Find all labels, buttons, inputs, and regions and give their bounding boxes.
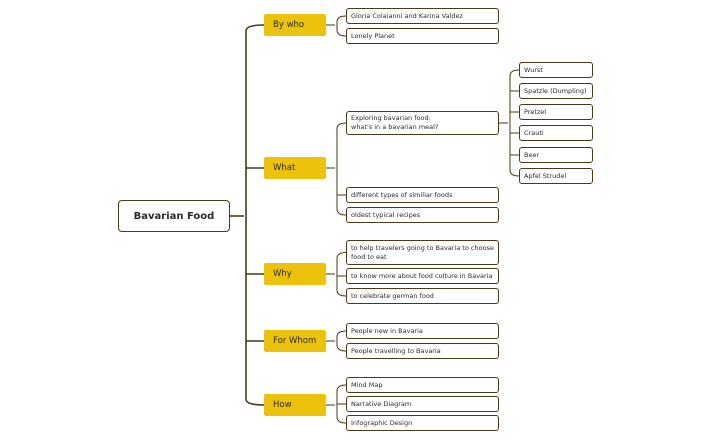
topic-different-types-of-similiar-foods-label: different types of similiar foods <box>351 190 453 199</box>
cat-bracket-2-spine <box>336 252 347 297</box>
category-what[interactable]: What <box>264 157 326 179</box>
subtopic-wurst[interactable]: Wurst <box>519 62 593 78</box>
topic-gloria-colaianni-and-karina-valdez[interactable]: Gloria Colaianni and Karina Valdez <box>346 8 499 24</box>
category-how-label: How <box>273 400 292 410</box>
subtopic-wurst-label: Wurst <box>524 65 543 74</box>
category-for-whom-label: For Whom <box>273 336 317 346</box>
subtopic-spatzle-dumpling-label: Spatzle (Dumpling) <box>524 86 587 95</box>
root-topic-label: Bavarian Food <box>133 210 215 222</box>
category-how[interactable]: How <box>264 394 326 416</box>
topic-exploring-bavarian-food-what-s-in-a-bava-label: Exploring bavarian food: what's in a bav… <box>351 114 439 131</box>
root-bracket-spine <box>245 24 265 406</box>
subtopic-beer[interactable]: Beer <box>519 147 593 163</box>
topic-different-types-of-similiar-foods[interactable]: different types of similiar foods <box>346 187 499 203</box>
topic-mind-map-label: Mind Map <box>351 380 383 389</box>
subtopic-pretzel[interactable]: Pretzel <box>519 104 593 120</box>
topic-people-travelling-to-bavaria-label: People travelling to Bavaria <box>351 346 441 355</box>
topic-gloria-colaianni-and-karina-valdez-label: Gloria Colaianni and Karina Valdez <box>351 11 463 20</box>
topic-people-new-in-bavaria[interactable]: People new in Bavaria <box>346 323 499 339</box>
topic-lonely-planet-label: Lonely Planet <box>351 31 395 40</box>
category-by-who-label: By who <box>273 20 305 30</box>
cat-bracket-3-spine <box>336 330 347 352</box>
root-topic[interactable]: Bavarian Food <box>118 200 230 232</box>
topic-infographic-design[interactable]: Infographic Design <box>346 415 499 431</box>
topic-narrative-diagram[interactable]: Narrative Diagram <box>346 396 499 412</box>
subtopic-apfel-strudel-label: Apfel Strudel <box>524 171 567 180</box>
topic-oldest-typical-recipes-label: oldest typical recipes <box>351 210 421 219</box>
category-what-label: What <box>273 163 296 173</box>
subtopic-crauti[interactable]: Crauti <box>519 125 593 141</box>
topic-people-travelling-to-bavaria[interactable]: People travelling to Bavaria <box>346 343 499 359</box>
subtopic-crauti-label: Crauti <box>524 128 544 137</box>
category-why-label: Why <box>273 269 292 279</box>
topic-lonely-planet[interactable]: Lonely Planet <box>346 28 499 44</box>
topic-to-know-more-about-food-culture-in-bavar-label: to know more about food culture in Bavar… <box>351 271 493 280</box>
topic-infographic-design-label: Infographic Design <box>351 418 413 427</box>
topic-to-celebrate-german-food[interactable]: to celebrate german food <box>346 288 499 304</box>
cat-bracket-0-spine <box>336 15 347 37</box>
topic-exploring-bavarian-food-what-s-in-a-bava[interactable]: Exploring bavarian food: what's in a bav… <box>346 111 499 135</box>
topic-to-celebrate-german-food-label: to celebrate german food <box>351 291 434 300</box>
topic-oldest-typical-recipes[interactable]: oldest typical recipes <box>346 207 499 223</box>
cat-bracket-1-spine <box>336 122 347 216</box>
subtopic-spatzle-dumpling[interactable]: Spatzle (Dumpling) <box>519 83 593 99</box>
topic-to-know-more-about-food-culture-in-bavar[interactable]: to know more about food culture in Bavar… <box>346 268 499 284</box>
subtopic-pretzel-label: Pretzel <box>524 107 547 116</box>
category-for-whom[interactable]: For Whom <box>264 330 326 352</box>
topic-to-help-travelers-going-to-bavaria-to-ch-label: to help travelers going to Bavaria to ch… <box>351 243 494 261</box>
topic-people-new-in-bavaria-label: People new in Bavaria <box>351 326 423 335</box>
category-why[interactable]: Why <box>264 263 326 285</box>
sub-bracket-0-spine <box>509 69 520 177</box>
category-by-who[interactable]: By who <box>264 14 326 36</box>
topic-to-help-travelers-going-to-bavaria-to-ch[interactable]: to help travelers going to Bavaria to ch… <box>346 240 499 265</box>
subtopic-beer-label: Beer <box>524 150 540 159</box>
topic-mind-map[interactable]: Mind Map <box>346 377 499 393</box>
topic-narrative-diagram-label: Narrative Diagram <box>351 399 412 408</box>
subtopic-apfel-strudel[interactable]: Apfel Strudel <box>519 168 593 184</box>
